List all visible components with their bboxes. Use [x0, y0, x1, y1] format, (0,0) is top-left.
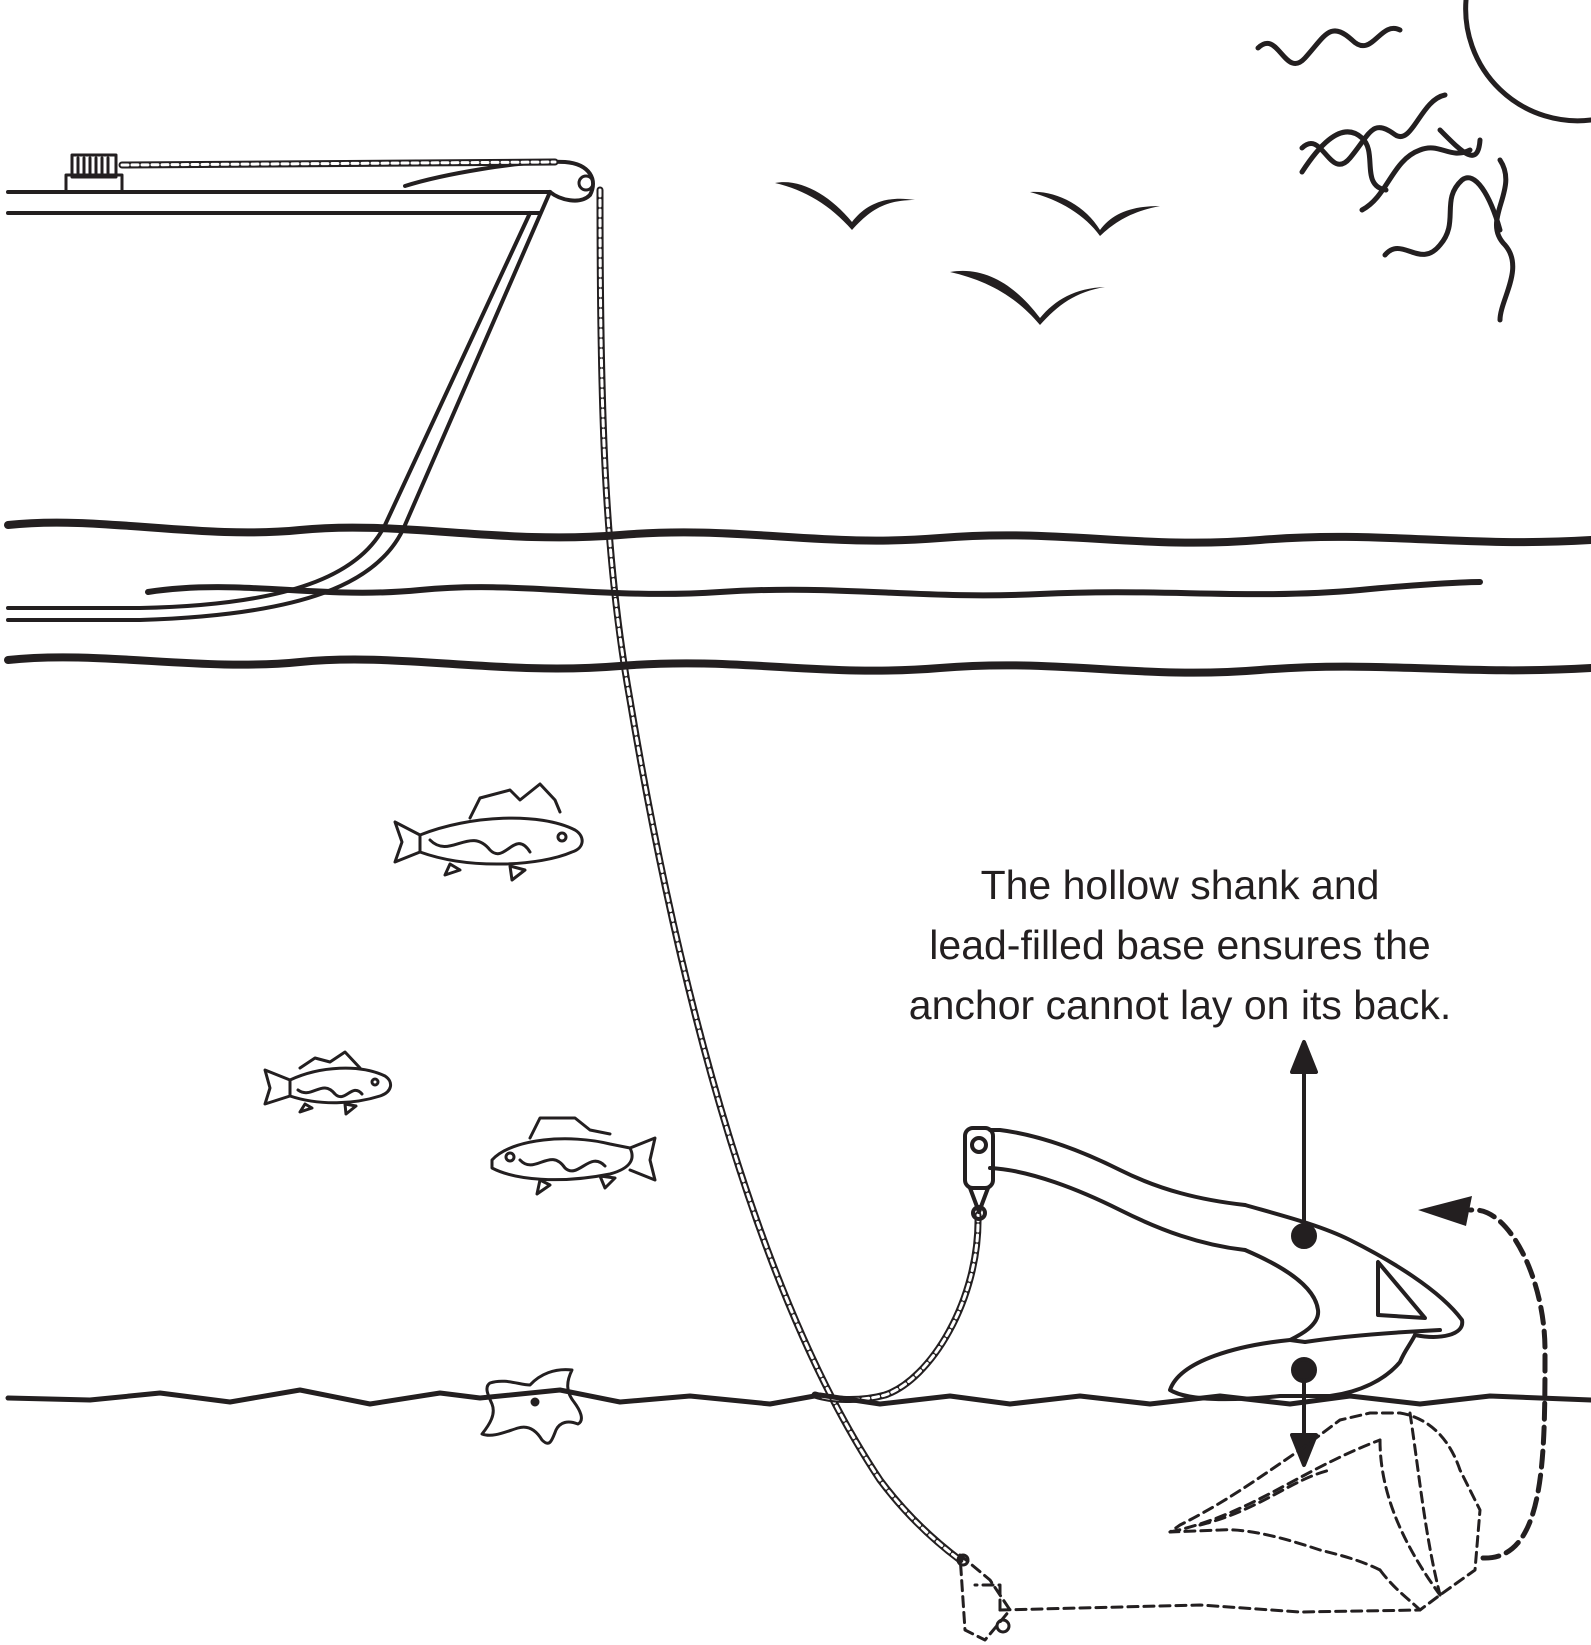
sun	[1466, 0, 1591, 121]
caption-line-2: lead-filled base ensures the	[860, 915, 1500, 975]
fish-small	[265, 1052, 391, 1114]
caption-line-1: The hollow shank and	[860, 855, 1500, 915]
wave-bottom	[8, 657, 1591, 672]
arrow-return-dashed	[1470, 1210, 1545, 1558]
caption: The hollow shank and lead-filled base en…	[860, 855, 1500, 1035]
winch	[66, 155, 122, 192]
caption-line-3: anchor cannot lay on its back.	[860, 975, 1500, 1035]
arrow-up	[1292, 1042, 1316, 1225]
bow-roller	[579, 176, 593, 190]
arrow-return-head	[1418, 1196, 1472, 1226]
bird-lower	[950, 271, 1105, 325]
anchor-chain	[122, 162, 978, 1560]
anchor-upright	[965, 1128, 1462, 1399]
sun-rays	[1258, 28, 1513, 320]
bird-right	[1030, 192, 1160, 236]
anchor-dashed-flipped	[958, 1413, 1480, 1640]
bird-left	[775, 182, 915, 230]
wave-top	[8, 523, 1591, 543]
fish-lower	[492, 1118, 655, 1194]
boat-hull	[8, 162, 593, 620]
arrow-down	[1292, 1380, 1316, 1465]
fish-upper	[395, 784, 582, 880]
starfish	[482, 1370, 581, 1444]
